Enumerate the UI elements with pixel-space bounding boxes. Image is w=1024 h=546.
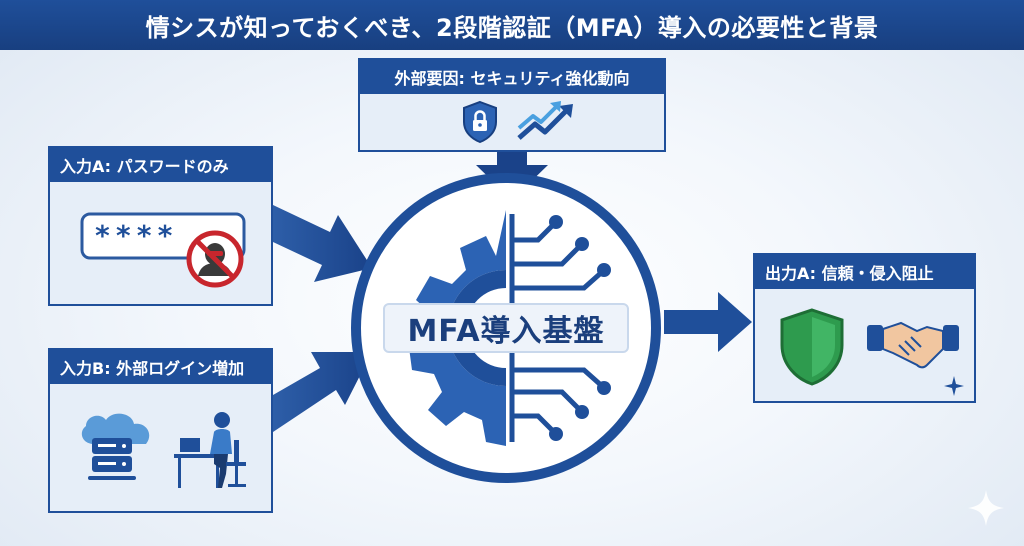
external-factor-label: 外部要因: セキュリティ強化動向 [360, 60, 664, 94]
sparkle-icon [968, 490, 1004, 526]
hub-label: MFA導入基盤 [407, 314, 605, 349]
arrow-input-b [273, 352, 372, 432]
input-a-box: 入力A: パスワードのみ **** [48, 146, 273, 306]
remote-worker-icon [174, 412, 246, 488]
external-factor-box: 外部要因: セキュリティ強化動向 [358, 58, 666, 152]
hacker-prohibited-icon [186, 230, 244, 288]
arrow-input-a [273, 205, 372, 282]
input-b-box: 入力B: 外部ログイン増加 [48, 348, 273, 513]
arrow-output [664, 292, 752, 352]
hub-label-plate [383, 303, 629, 353]
output-a-box: 出力A: 信頼・侵入阻止 [753, 253, 976, 403]
input-a-label: 入力A: パスワードのみ [50, 148, 271, 182]
page-title: 情シスが知っておくべき、2段階認証（MFA）導入の必要性と背景 [0, 0, 1024, 50]
sparkle-icon [944, 376, 964, 396]
input-b-label: 入力B: 外部ログイン増加 [50, 350, 271, 384]
output-a-label: 出力A: 信頼・侵入阻止 [755, 255, 974, 289]
shield-lock-icon [463, 100, 497, 144]
trend-up-arrows-icon [517, 101, 573, 140]
cloud-server-icon [81, 413, 150, 480]
masked-password: **** [94, 219, 178, 252]
green-shield-icon [780, 308, 844, 386]
handshake-icon [867, 321, 959, 369]
